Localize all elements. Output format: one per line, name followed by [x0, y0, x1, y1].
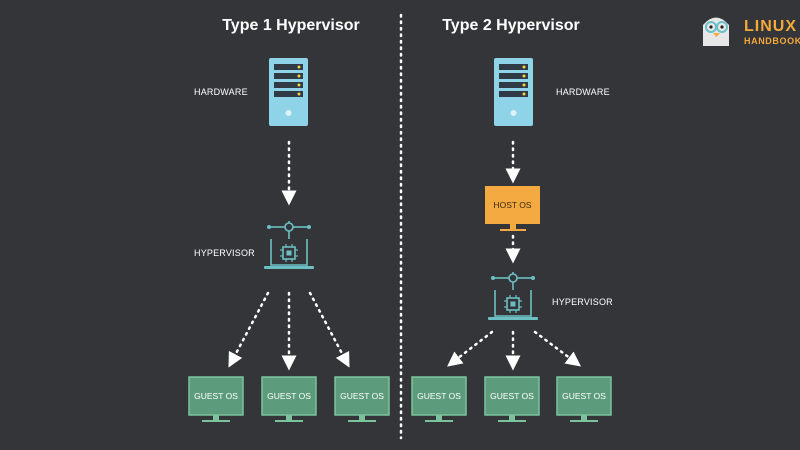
type1-title: Type 1 Hypervisor: [222, 17, 360, 34]
type2-title: Type 2 Hypervisor: [442, 17, 580, 34]
type1-arrow-guest-left: [228, 291, 270, 368]
host-os-monitor: [485, 186, 540, 231]
type2-guest-label-1: GUEST OS: [417, 391, 461, 401]
type2-hypervisor-label: HYPERVISOR: [552, 297, 613, 307]
type1-guest-label-3: GUEST OS: [340, 391, 384, 401]
type1-hypervisor-label: HYPERVISOR: [194, 248, 255, 258]
type1-arrow-guest-right: [308, 291, 350, 368]
type2-arrow-guest-left: [447, 330, 494, 367]
type2-server-icon: [494, 58, 533, 126]
type1-hypervisor-icon: [263, 220, 315, 270]
type2-hardware-label: HARDWARE: [556, 87, 610, 97]
host-os-label: HOST OS: [493, 200, 531, 210]
type1-server-icon: [269, 58, 308, 126]
type2-guest-label-2: GUEST OS: [490, 391, 534, 401]
type1-guest-label-1: GUEST OS: [194, 391, 238, 401]
type2-guest-label-3: GUEST OS: [562, 391, 606, 401]
type1-guest-label-2: GUEST OS: [267, 391, 311, 401]
logo-text-linux: LINUX: [744, 18, 797, 35]
type2-hypervisor-icon: [487, 271, 539, 321]
logo-text-handbook: HANDBOOK: [744, 36, 800, 46]
type1-hardware-label: HARDWARE: [194, 87, 248, 97]
type2-arrow-guest-right: [533, 330, 581, 367]
